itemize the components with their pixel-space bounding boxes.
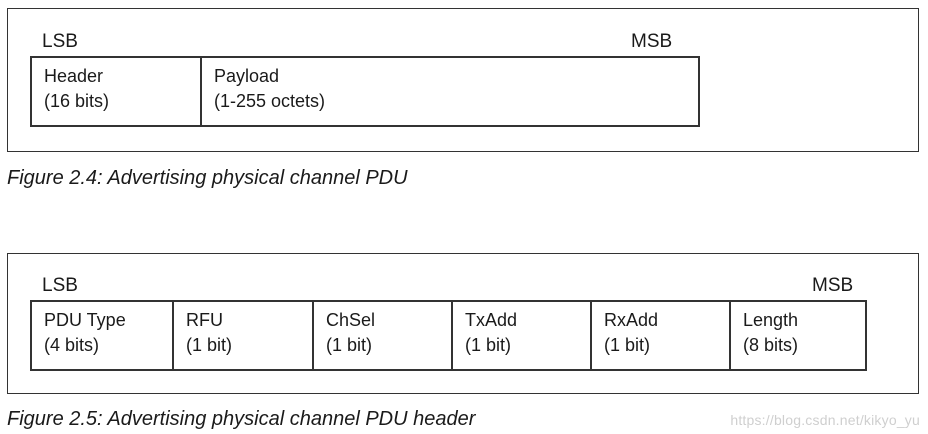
field-length-size: (8 bits) xyxy=(743,335,799,355)
watermark-text: https://blog.csdn.net/kikyo_yu xyxy=(730,412,920,428)
figure-2-4-lsb-label: LSB xyxy=(42,31,78,52)
field-pdu-type-size: (4 bits) xyxy=(44,335,100,355)
field-length: Length (8 bits) xyxy=(729,302,865,369)
field-rfu-name: RFU xyxy=(186,310,223,330)
field-txadd-name: TxAdd xyxy=(465,310,518,330)
field-payload-name: Payload xyxy=(214,66,280,86)
field-chsel-name: ChSel xyxy=(326,310,376,330)
field-payload-size: (1-255 octets) xyxy=(214,91,326,111)
field-chsel-size: (1 bit) xyxy=(326,335,373,355)
field-header-name: Header xyxy=(44,66,104,86)
figure-2-4-msb-label: MSB xyxy=(631,31,673,52)
field-header: Header (16 bits) xyxy=(32,58,200,125)
field-rxadd: RxAdd (1 bit) xyxy=(590,302,729,369)
figure-2-5-frame xyxy=(7,253,919,394)
figure-2-5-caption: Figure 2.5: Advertising physical channel… xyxy=(7,408,476,430)
field-rfu: RFU (1 bit) xyxy=(172,302,312,369)
figure-2-4-caption: Figure 2.4: Advertising physical channel… xyxy=(7,167,408,189)
figure-2-5-lsb-label: LSB xyxy=(42,275,78,296)
figure-2-4-frame xyxy=(7,8,919,152)
field-rxadd-size: (1 bit) xyxy=(604,335,651,355)
field-txadd-size: (1 bit) xyxy=(465,335,512,355)
figure-2-4-pdu-fields: Header (16 bits) Payload (1-255 octets) xyxy=(30,56,700,127)
field-pdu-type: PDU Type (4 bits) xyxy=(32,302,172,369)
field-pdu-type-name: PDU Type xyxy=(44,310,126,330)
field-rfu-size: (1 bit) xyxy=(186,335,233,355)
figure-2-5-msb-label: MSB xyxy=(812,275,854,296)
field-header-size: (16 bits) xyxy=(44,91,110,111)
field-payload: Payload (1-255 octets) xyxy=(200,58,698,125)
field-txadd: TxAdd (1 bit) xyxy=(451,302,590,369)
field-rxadd-name: RxAdd xyxy=(604,310,659,330)
figure-2-5-header-fields: PDU Type (4 bits) RFU (1 bit) ChSel (1 b… xyxy=(30,300,867,371)
field-length-name: Length xyxy=(743,310,799,330)
field-chsel: ChSel (1 bit) xyxy=(312,302,451,369)
